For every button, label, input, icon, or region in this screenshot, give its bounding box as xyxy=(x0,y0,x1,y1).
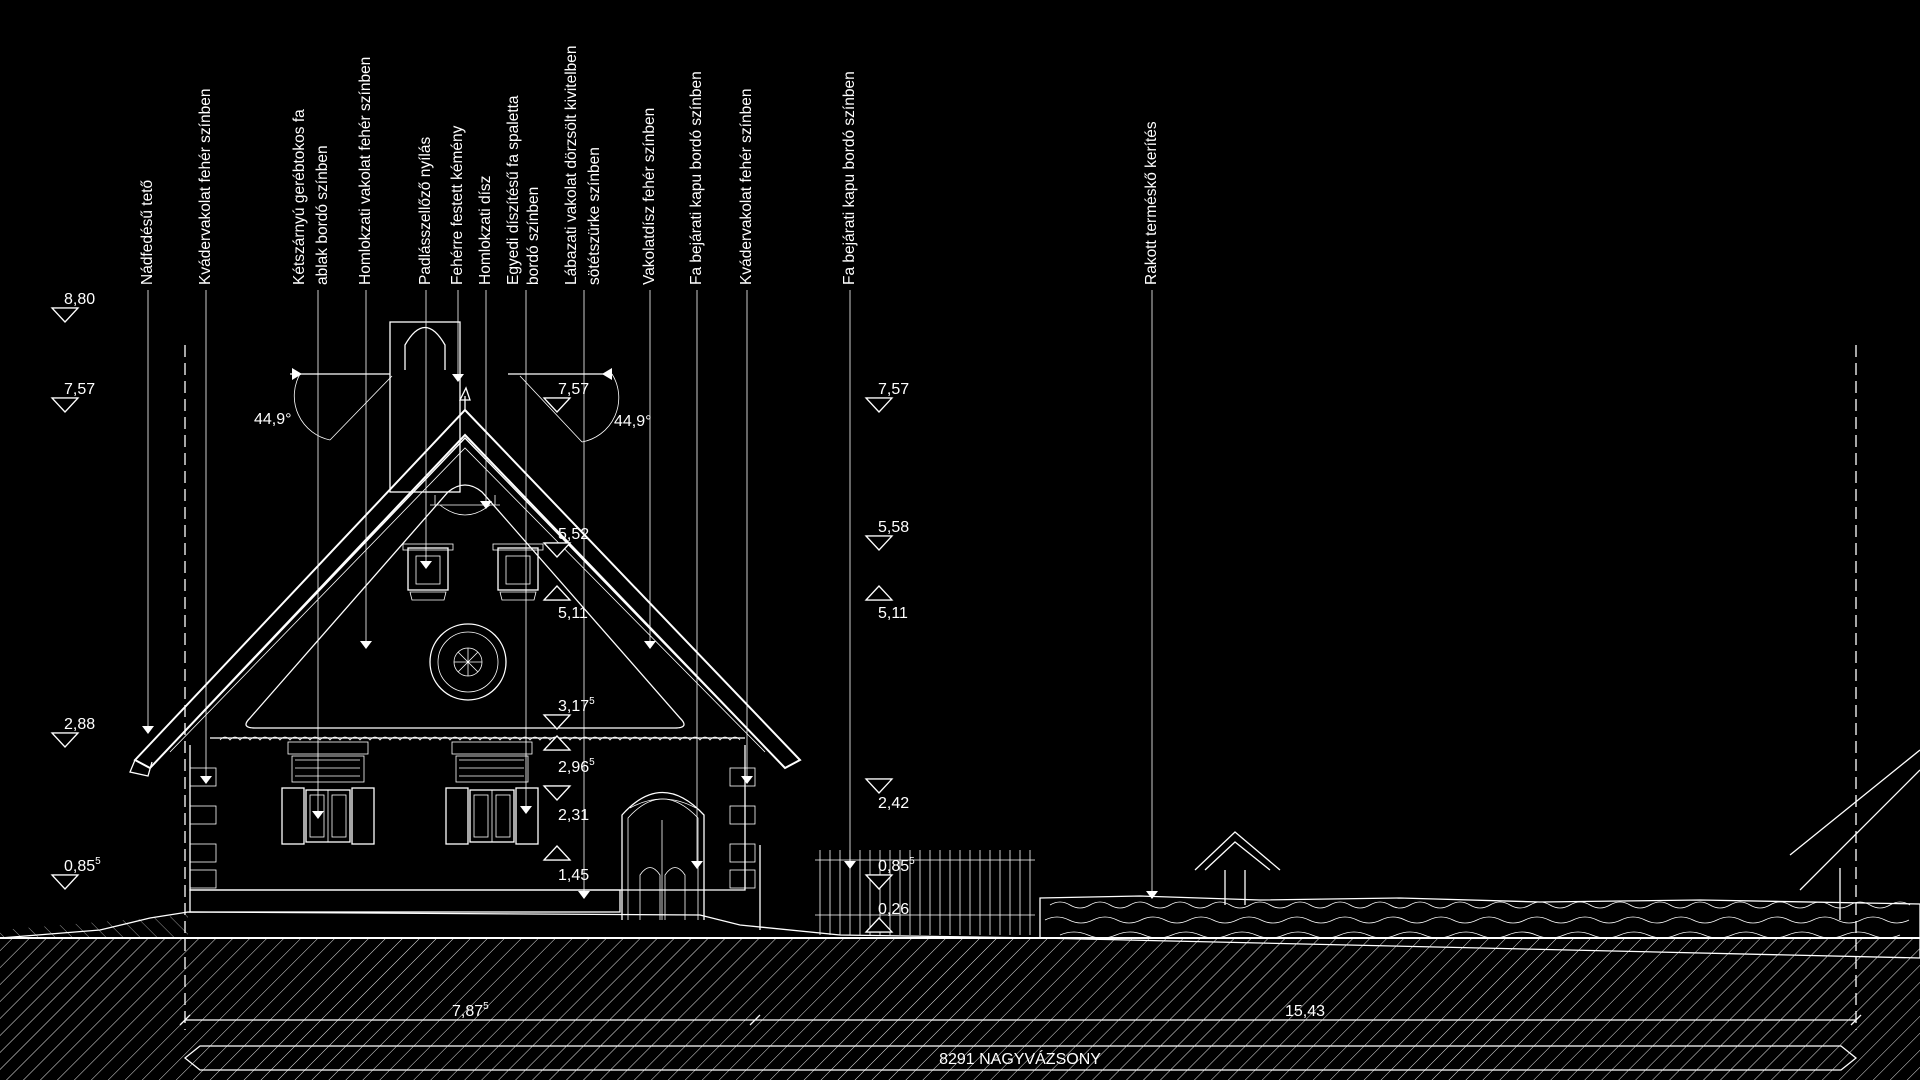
quoins-left xyxy=(189,767,217,889)
callout-gate: Fa bejárati kapu bordó színben xyxy=(688,71,705,285)
entrance-gate xyxy=(621,792,705,920)
address-label-bar: 8291 NAGYVÁZSONY xyxy=(183,1045,1858,1071)
level-marker: 3,175 xyxy=(542,696,595,730)
callout-roof: Nádfedésű tető xyxy=(139,180,156,285)
svg-text:5,52: 5,52 xyxy=(558,526,589,543)
callout-stone-fence: Rakott terméskő kerítés xyxy=(1143,121,1160,285)
svg-text:7,57: 7,57 xyxy=(878,381,909,398)
svg-text:5,11: 5,11 xyxy=(558,605,588,622)
roof-angle-label-right: 44,9° xyxy=(614,413,652,430)
window-right xyxy=(445,741,539,845)
callout-attic-vent: Padlásszellőző nyílás xyxy=(417,137,434,285)
callout-chimney: Fehérre festett kémény xyxy=(449,125,466,285)
svg-text:0,26: 0,26 xyxy=(878,901,909,918)
address-text: 8291 NAGYVÁZSONY xyxy=(939,1049,1101,1068)
attic-vent-left xyxy=(402,543,454,601)
level-marker: 0,855 xyxy=(864,856,915,890)
level-marker: 2,42 xyxy=(864,778,909,812)
svg-text:2,965: 2,965 xyxy=(558,757,595,776)
level-marker: 2,88 xyxy=(50,716,95,748)
quoins-right xyxy=(729,767,756,889)
attic-vent-right xyxy=(492,543,544,601)
level-marker: 5,52 xyxy=(542,526,589,558)
level-marker: 1,45 xyxy=(542,845,589,884)
level-marker: 5,11 xyxy=(542,585,588,622)
roof-angle-label-left: 44,9° xyxy=(254,411,292,428)
svg-text:0,855: 0,855 xyxy=(878,856,915,875)
svg-text:0,855: 0,855 xyxy=(64,856,101,875)
level-marker: 7,57 xyxy=(50,381,95,413)
dimension-plot-width: 15,43 xyxy=(1285,1003,1325,1020)
svg-text:3,175: 3,175 xyxy=(558,696,595,715)
svg-text:8,80: 8,80 xyxy=(64,291,95,308)
level-marker: 5,11 xyxy=(864,585,908,622)
gable-panel xyxy=(245,484,685,729)
ground-section xyxy=(0,911,1920,1080)
level-marker: 0,855 xyxy=(50,856,101,890)
roof-angle-right: 44,9° xyxy=(508,368,652,443)
stone-fence xyxy=(1039,895,1920,959)
roof-angle-left: 44,9° xyxy=(254,368,393,441)
svg-text:7,57: 7,57 xyxy=(64,381,95,398)
window-left xyxy=(281,741,375,845)
svg-text:1,45: 1,45 xyxy=(558,867,589,884)
house-gable-facade xyxy=(129,321,802,930)
picket-fence xyxy=(815,850,1035,935)
thatched-roof xyxy=(133,408,802,770)
level-marker: 7,57 xyxy=(864,381,909,413)
gable-rosette-ornament xyxy=(429,623,507,701)
callout-plaster-decor: Vakolatdísz fehér színben xyxy=(641,108,658,285)
plinth xyxy=(189,889,621,913)
neighbor-roof xyxy=(1789,749,1920,920)
callout-facade-plaster: Homlokzati vakolat fehér színben xyxy=(357,57,374,285)
callout-fence-gate: Fa bejárati kapu bordó színben xyxy=(841,71,858,285)
dimension-line: 7,875 15,43 xyxy=(179,1001,1862,1026)
level-marker: 2,31 xyxy=(542,785,589,824)
level-marker: 5,58 xyxy=(864,519,909,551)
chimney xyxy=(389,321,461,493)
level-marker: 8,80 xyxy=(50,291,95,323)
svg-text:5,11: 5,11 xyxy=(878,605,908,622)
svg-text:2,31: 2,31 xyxy=(558,807,589,824)
svg-text:2,42: 2,42 xyxy=(878,795,909,812)
callout-quoin-left: Kvádervakolat fehér színben xyxy=(197,89,214,285)
dimension-house-width: 7,875 xyxy=(452,1001,489,1020)
callout-labels: Nádfedésű tető Kvádervakolat fehér színb… xyxy=(139,45,1160,285)
svg-text:7,57: 7,57 xyxy=(558,381,589,398)
well-roof xyxy=(1194,831,1281,905)
level-marker: 2,965 xyxy=(542,735,595,776)
callout-gable-ornament: Homlokzati dísz xyxy=(477,176,494,285)
callout-leaders xyxy=(142,290,1158,899)
svg-text:2,88: 2,88 xyxy=(64,716,95,733)
svg-text:5,58: 5,58 xyxy=(878,519,909,536)
level-marker: 0,26 xyxy=(864,901,909,933)
callout-quoin-right: Kvádervakolat fehér színben xyxy=(738,89,755,285)
level-marker: 7,57 xyxy=(542,381,589,413)
level-markers: 8,80 7,57 2,88 0,855 7,57 5,52 5,11 3,17… xyxy=(50,291,915,933)
